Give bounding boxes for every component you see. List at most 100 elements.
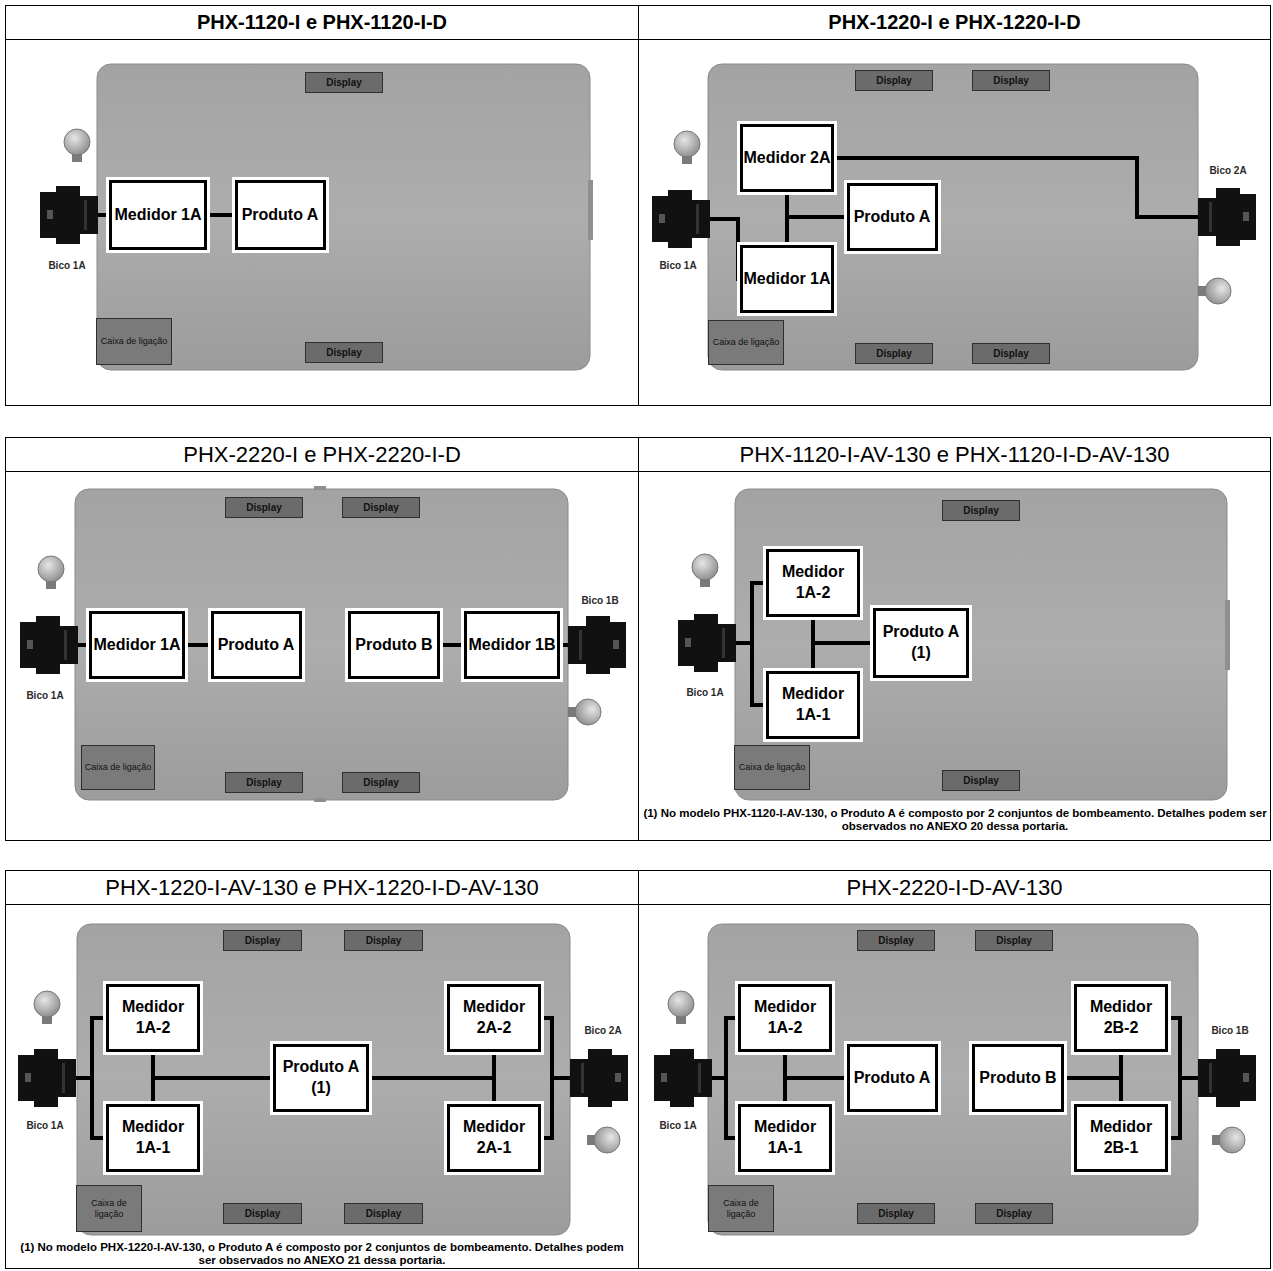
display-panel: Display [305, 72, 383, 93]
nozzle-label: Bico 2A [1209, 165, 1246, 176]
display-panel: Display [855, 70, 933, 91]
nozzle-label: Bico 1A [686, 687, 723, 698]
box-text: Display [876, 75, 912, 86]
box-text: Medidor 2A [743, 148, 830, 169]
component-box: Produto A [235, 180, 326, 250]
box-text: Medidor 1A [114, 205, 201, 226]
panel-header: PHX-1120-I e PHX-1120-I-D [6, 6, 638, 40]
display-panel: Display [855, 343, 933, 364]
panel-title: PHX-1220-I-AV-130 e PHX-1220-I-D-AV-130 [105, 875, 538, 901]
component-box: Medidor 2A [740, 124, 834, 192]
box-text: Caixa de ligação [77, 1198, 141, 1220]
footnote: (1) No modelo PHX-1120-I-AV-130, o Produ… [643, 807, 1267, 833]
component-box: Produto B [972, 1044, 1064, 1112]
component-box: Medidor 1A-1 [738, 1104, 832, 1172]
display-panel: Display [972, 70, 1050, 91]
box-text: Display [366, 1208, 402, 1219]
box-text: Display [996, 1208, 1032, 1219]
box-text: Produto A [854, 207, 931, 228]
box-text: Medidor 1A-2 [769, 562, 857, 604]
nozzle-label: Bico 1A [48, 260, 85, 271]
pipe-line [153, 1078, 273, 1104]
pipe-line [440, 643, 464, 647]
display-panel: Display [857, 930, 935, 951]
component-box: Medidor 1A [109, 180, 207, 250]
model-panel: PHX-1120-I-AV-130 e PHX-1120-I-D-AV-130D… [638, 437, 1271, 841]
box-text: Display [878, 935, 914, 946]
box-text: Caixa de ligação [713, 337, 780, 348]
box-text: Medidor 2A-2 [450, 997, 538, 1039]
display-panel: Display [857, 1203, 935, 1224]
component-box: Medidor 1A-1 [766, 671, 860, 739]
box-text: Display [245, 1208, 281, 1219]
pipe-line [813, 643, 873, 671]
box-text: Display [876, 348, 912, 359]
nozzle-label: Bico 1B [581, 595, 618, 606]
box-text: Display [326, 347, 362, 358]
display-panel: Display [942, 770, 1020, 791]
box-text: Medidor 1A-1 [741, 1117, 829, 1159]
pipe-line [813, 617, 873, 643]
component-box: Medidor 2B-1 [1074, 1104, 1168, 1172]
box-text: Medidor 1B [468, 635, 555, 656]
component-box: Medidor 1A [89, 611, 185, 679]
pipe-line [1064, 1052, 1121, 1078]
box-text: Produto A [854, 1068, 931, 1089]
nozzle-label: Bico 1A [26, 1120, 63, 1131]
panel-header: PHX-1220-I e PHX-1220-I-D [639, 6, 1270, 40]
model-panel: PHX-2220-I-D-AV-130DisplayDisplayMedidor… [638, 870, 1271, 1269]
box-text: Caixa de ligação [85, 762, 152, 773]
junction-box: Caixa de ligação [734, 745, 810, 790]
side-bumps [314, 180, 1230, 802]
nozzle-hoses [76, 158, 1198, 1138]
display-panel: Display [342, 497, 420, 518]
display-panel: Display [975, 1203, 1053, 1224]
box-text: Caixa de ligação [739, 762, 806, 773]
box-text: Display [993, 348, 1029, 359]
box-text: Display [366, 935, 402, 946]
nozzle-label: Bico 1A [26, 690, 63, 701]
box-text: Display [363, 502, 399, 513]
box-text: Display [245, 935, 281, 946]
display-panel: Display [942, 500, 1020, 521]
box-text: Display [963, 505, 999, 516]
nozzle-label: Bico 2A [584, 1025, 621, 1036]
nozzle-label: Bico 1A [659, 260, 696, 271]
component-box: Medidor 1A-2 [766, 549, 860, 617]
model-panel: PHX-1120-I e PHX-1120-I-DDisplayMedidor … [5, 5, 639, 406]
component-box: Medidor 2A-1 [447, 1104, 541, 1172]
display-panel: Display [223, 1203, 302, 1224]
component-box: Produto A [847, 1044, 938, 1112]
component-box: Medidor 2A-2 [447, 984, 541, 1052]
box-text: Produto A [218, 635, 295, 656]
component-box: Produto B [348, 611, 440, 679]
panel-header: PHX-1220-I-AV-130 e PHX-1220-I-D-AV-130 [6, 871, 638, 905]
display-panel: Display [225, 772, 303, 793]
pipe-line [153, 1052, 273, 1078]
box-text: Produto B [979, 1068, 1056, 1089]
panel-header: PHX-1120-I-AV-130 e PHX-1120-I-D-AV-130 [639, 438, 1270, 472]
component-box: Medidor 1A-2 [106, 984, 200, 1052]
display-panel: Display [225, 497, 303, 518]
component-box: Medidor 1B [464, 611, 560, 679]
box-text: Medidor 1A-1 [769, 684, 857, 726]
display-panel: Display [972, 343, 1050, 364]
panel-title: PHX-2220-I-D-AV-130 [846, 875, 1062, 901]
pipe-line [207, 213, 235, 217]
pipe-line [787, 192, 847, 217]
box-text: Display [363, 777, 399, 788]
junction-box: Caixa de ligação [708, 1185, 774, 1232]
component-box: Medidor 1A-2 [738, 984, 832, 1052]
junction-box: Caixa de ligação [708, 320, 784, 365]
box-text: Display [246, 777, 282, 788]
panel-title: PHX-1220-I e PHX-1220-I-D [828, 11, 1080, 34]
box-text: Medidor 1A-2 [741, 997, 829, 1039]
pipe-line [369, 1078, 494, 1104]
box-text: Medidor 1A [93, 635, 180, 656]
component-box: Medidor 2B-2 [1074, 984, 1168, 1052]
junction-box: Caixa de ligação [96, 318, 172, 365]
box-text: Display [996, 935, 1032, 946]
box-text: Display [326, 77, 362, 88]
component-box: Produto A (1) [273, 1044, 369, 1112]
panel-header: PHX-2220-I e PHX-2220-I-D [6, 438, 638, 472]
